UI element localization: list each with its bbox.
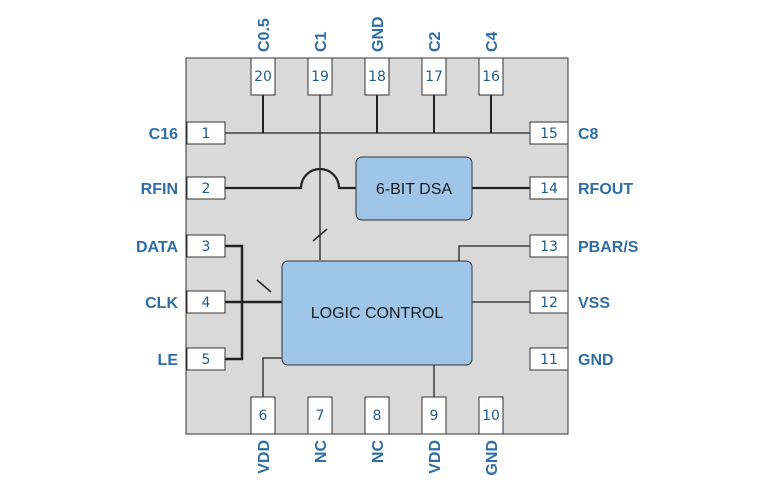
pin-label: RFOUT [578,181,633,198]
pin-label: LE [158,352,179,369]
logic-control-block [281,260,473,366]
pin-9: 9 VDD [421,396,447,474]
pin-label: PBAR/S [578,239,639,256]
pin-label: RFIN [141,181,178,198]
bus-slash-left [256,279,272,293]
pin-10: 10 GND [478,396,504,476]
pin-number: 13 [540,239,558,255]
pin-14: 14 RFOUT [529,176,633,200]
bus-slash-top [312,228,328,242]
pin-number: 8 [373,408,382,424]
rfin-wire [225,167,356,190]
pin-label: GND [370,16,387,52]
pin-16: 16 C4 [478,31,504,96]
pin-number: 17 [425,69,443,85]
pin-number: 2 [202,181,211,197]
dsa-label: 6-BIT DSA [376,181,453,198]
pin-number: 4 [202,295,211,311]
pin-label: C4 [484,31,501,52]
pin-number: 7 [316,408,325,424]
pin-number: 5 [202,352,211,368]
pbars-wire [458,245,530,262]
pin-20: 20 C0.5 [250,18,276,96]
pin-label: CLK [145,295,178,312]
pin-17: 17 C2 [421,31,447,96]
pin-number: 19 [311,69,329,85]
pin-label: NC [313,440,330,464]
pin-label: NC [370,440,387,464]
pin-label: VSS [578,295,610,312]
pin-2: 2 RFIN [141,176,226,200]
pin-5: 5 LE [158,347,226,371]
pin-label: C16 [149,126,178,143]
pin-label: C0.5 [256,18,273,52]
pin-label: GND [578,352,614,369]
pin-number: 14 [540,181,558,197]
pin-number: 1 [202,126,211,142]
pin-15: 15 C8 [529,121,599,145]
pin-label: VDD [427,440,444,474]
pin-number: 16 [482,69,500,85]
pin-number: 6 [259,408,268,424]
pin-1: 1 C16 [149,121,226,145]
pin-18: 18 GND [364,16,390,96]
pin-4: 4 CLK [145,290,226,314]
pin-6: 6 VDD [250,396,276,474]
pin-7: 7 NC [307,396,333,464]
pin-label: DATA [136,239,179,256]
left-pins: 1 C16 2 RFIN 3 DATA 4 CLK 5 LE [136,121,226,371]
pin-number: 3 [202,239,211,255]
pin-11: 11 GND [529,347,614,371]
pin-3: 3 DATA [136,234,226,258]
wires [225,95,530,397]
pin-19: 19 C1 [307,31,333,96]
pin-13: 13 PBAR/S [529,234,639,258]
pin-number: 20 [254,69,272,85]
pin-number: 18 [368,69,386,85]
pin-12: 12 VSS [529,290,610,314]
pin-label: VDD [256,440,273,474]
pin-label: C8 [578,126,599,143]
pin-label: C2 [427,31,444,52]
pin-label: GND [484,440,501,476]
right-pins: 15 C8 14 RFOUT 13 PBAR/S 12 VSS 11 GND [529,121,639,371]
pin-number: 11 [540,352,558,368]
bottom-pins: 6 VDD 7 NC 8 NC 9 VDD 10 GND [250,396,504,476]
pin-label: C1 [313,31,330,52]
vdd-wire-6 [262,357,282,397]
dsa-block [355,156,473,221]
pin-number: 9 [430,408,439,424]
logic-control-label: LOGIC CONTROL [311,305,444,322]
pin-number: 15 [540,126,558,142]
pin-8: 8 NC [364,396,390,464]
pin-number: 10 [482,408,500,424]
top-pins: 20 C0.5 19 C1 18 GND 17 C2 16 C4 [250,16,504,96]
pin-number: 12 [540,295,558,311]
